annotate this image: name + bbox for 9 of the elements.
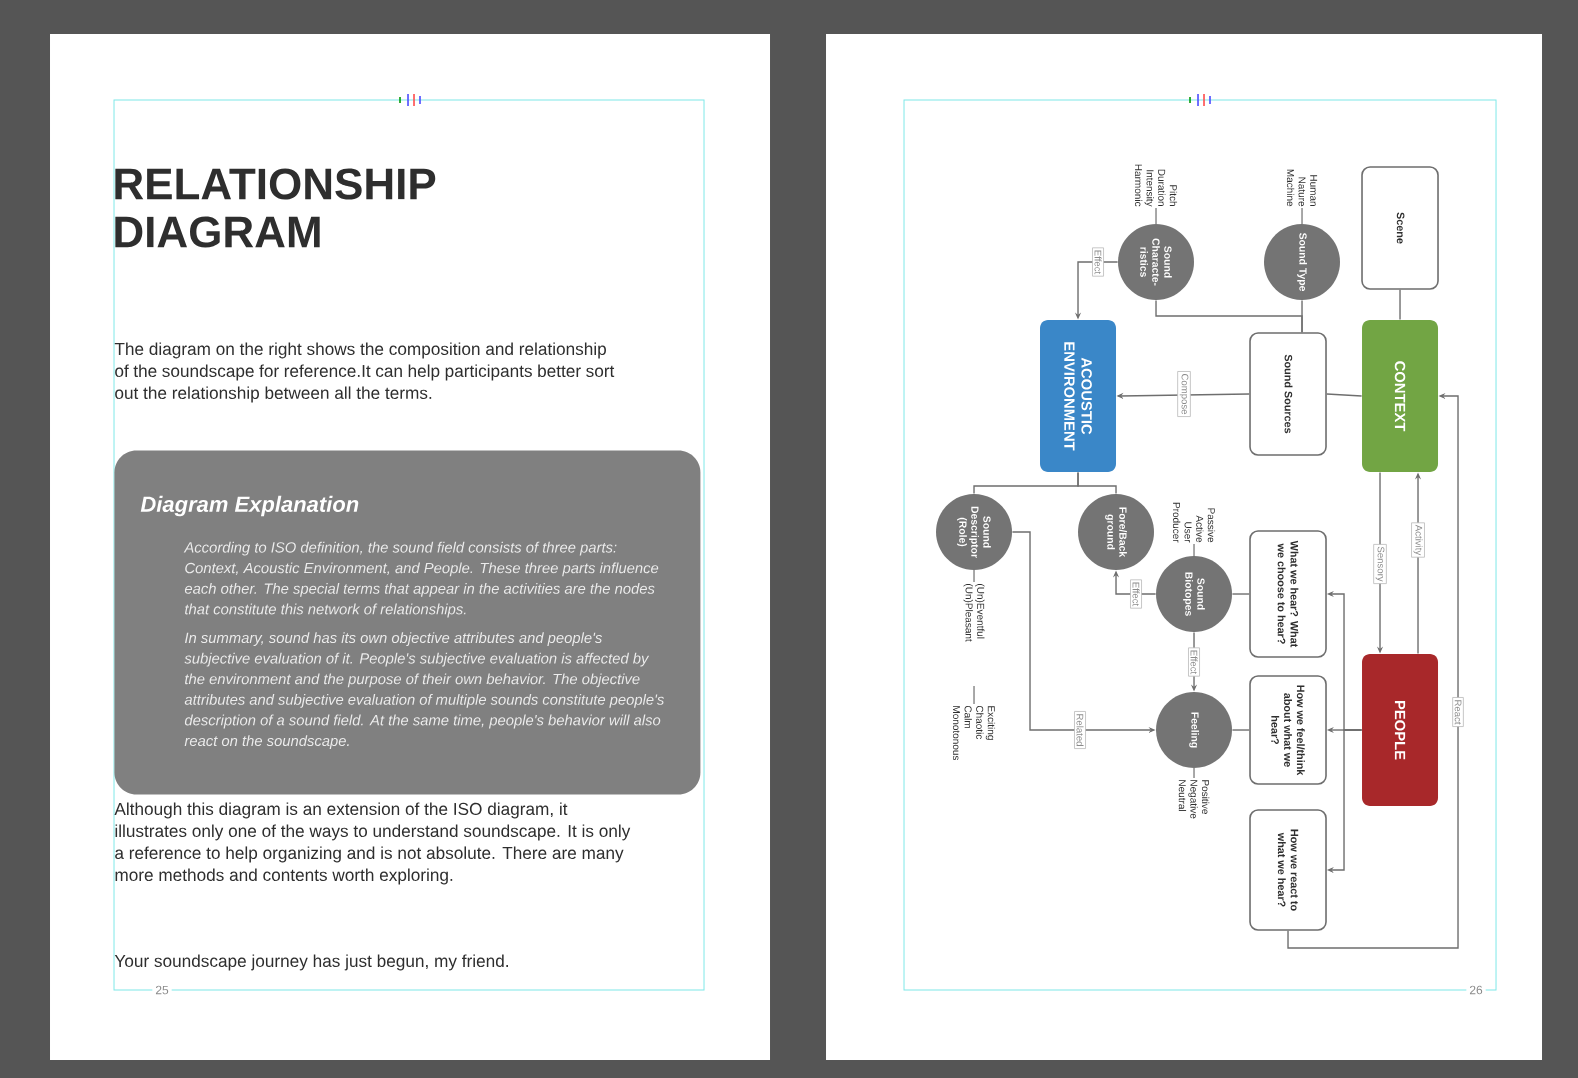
connector-line bbox=[1231, 729, 1250, 731]
connector-line bbox=[1399, 289, 1401, 321]
title: RELATIONSHIP DIAGRAM bbox=[115, 168, 436, 248]
paragraph: Your soundscape journey has just begun, my friend. bbox=[114, 954, 508, 971]
connector-line bbox=[1326, 393, 1363, 397]
paragraph: The diagram on the right shows the composition and relationship of the soundscape for reference.It can help participants better sort out the relationship between all the terms. bbox=[114, 342, 615, 403]
connector-line bbox=[1155, 299, 1303, 333]
connector-line bbox=[973, 471, 1079, 495]
connector-line bbox=[1231, 593, 1250, 595]
